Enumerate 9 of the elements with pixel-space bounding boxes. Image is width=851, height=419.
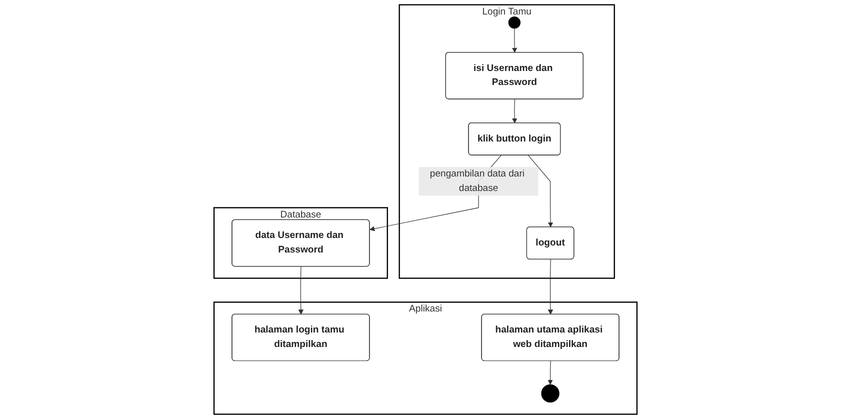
arrow [512, 28, 518, 53]
arrow [512, 98, 518, 124]
arrow [548, 259, 554, 315]
edge-label: pengambilan data dari database [430, 168, 525, 194]
node-circle [541, 384, 560, 403]
arrow [298, 266, 304, 315]
arrow [528, 155, 554, 228]
node-circle [508, 16, 521, 29]
arrow [548, 360, 553, 385]
